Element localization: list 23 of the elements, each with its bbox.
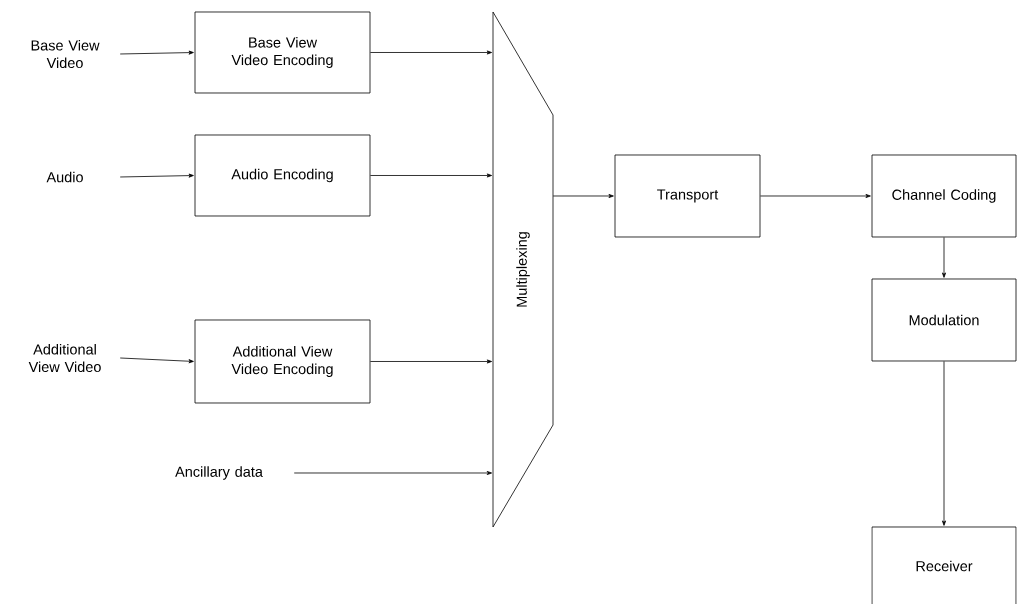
arrow	[119, 357, 194, 364]
arrow	[370, 173, 492, 178]
input-label: Additional View Video	[28, 343, 101, 373]
arrow	[370, 359, 492, 364]
arrow	[119, 173, 194, 178]
arrow	[293, 471, 492, 475]
arrow	[942, 361, 946, 526]
arrow	[760, 194, 871, 198]
process-box: Base View Video Encoding	[194, 11, 371, 94]
arrow	[552, 194, 614, 198]
process-box: Additional View Video Encoding	[194, 319, 371, 404]
arrow	[942, 237, 946, 278]
input-label: Ancillary data	[175, 466, 263, 480]
arrow	[370, 50, 492, 55]
input-label: Audio	[46, 171, 83, 183]
process-box: Transport	[614, 154, 761, 238]
process-box: Audio Encoding	[194, 134, 371, 217]
multiplexer-block: Multiplexing	[492, 11, 554, 528]
arrow	[119, 50, 194, 55]
process-box: Modulation	[871, 278, 1017, 362]
process-box: Channel Coding	[871, 154, 1017, 238]
input-label: Base View Video	[31, 39, 100, 69]
process-box: Receiver	[871, 526, 1017, 604]
